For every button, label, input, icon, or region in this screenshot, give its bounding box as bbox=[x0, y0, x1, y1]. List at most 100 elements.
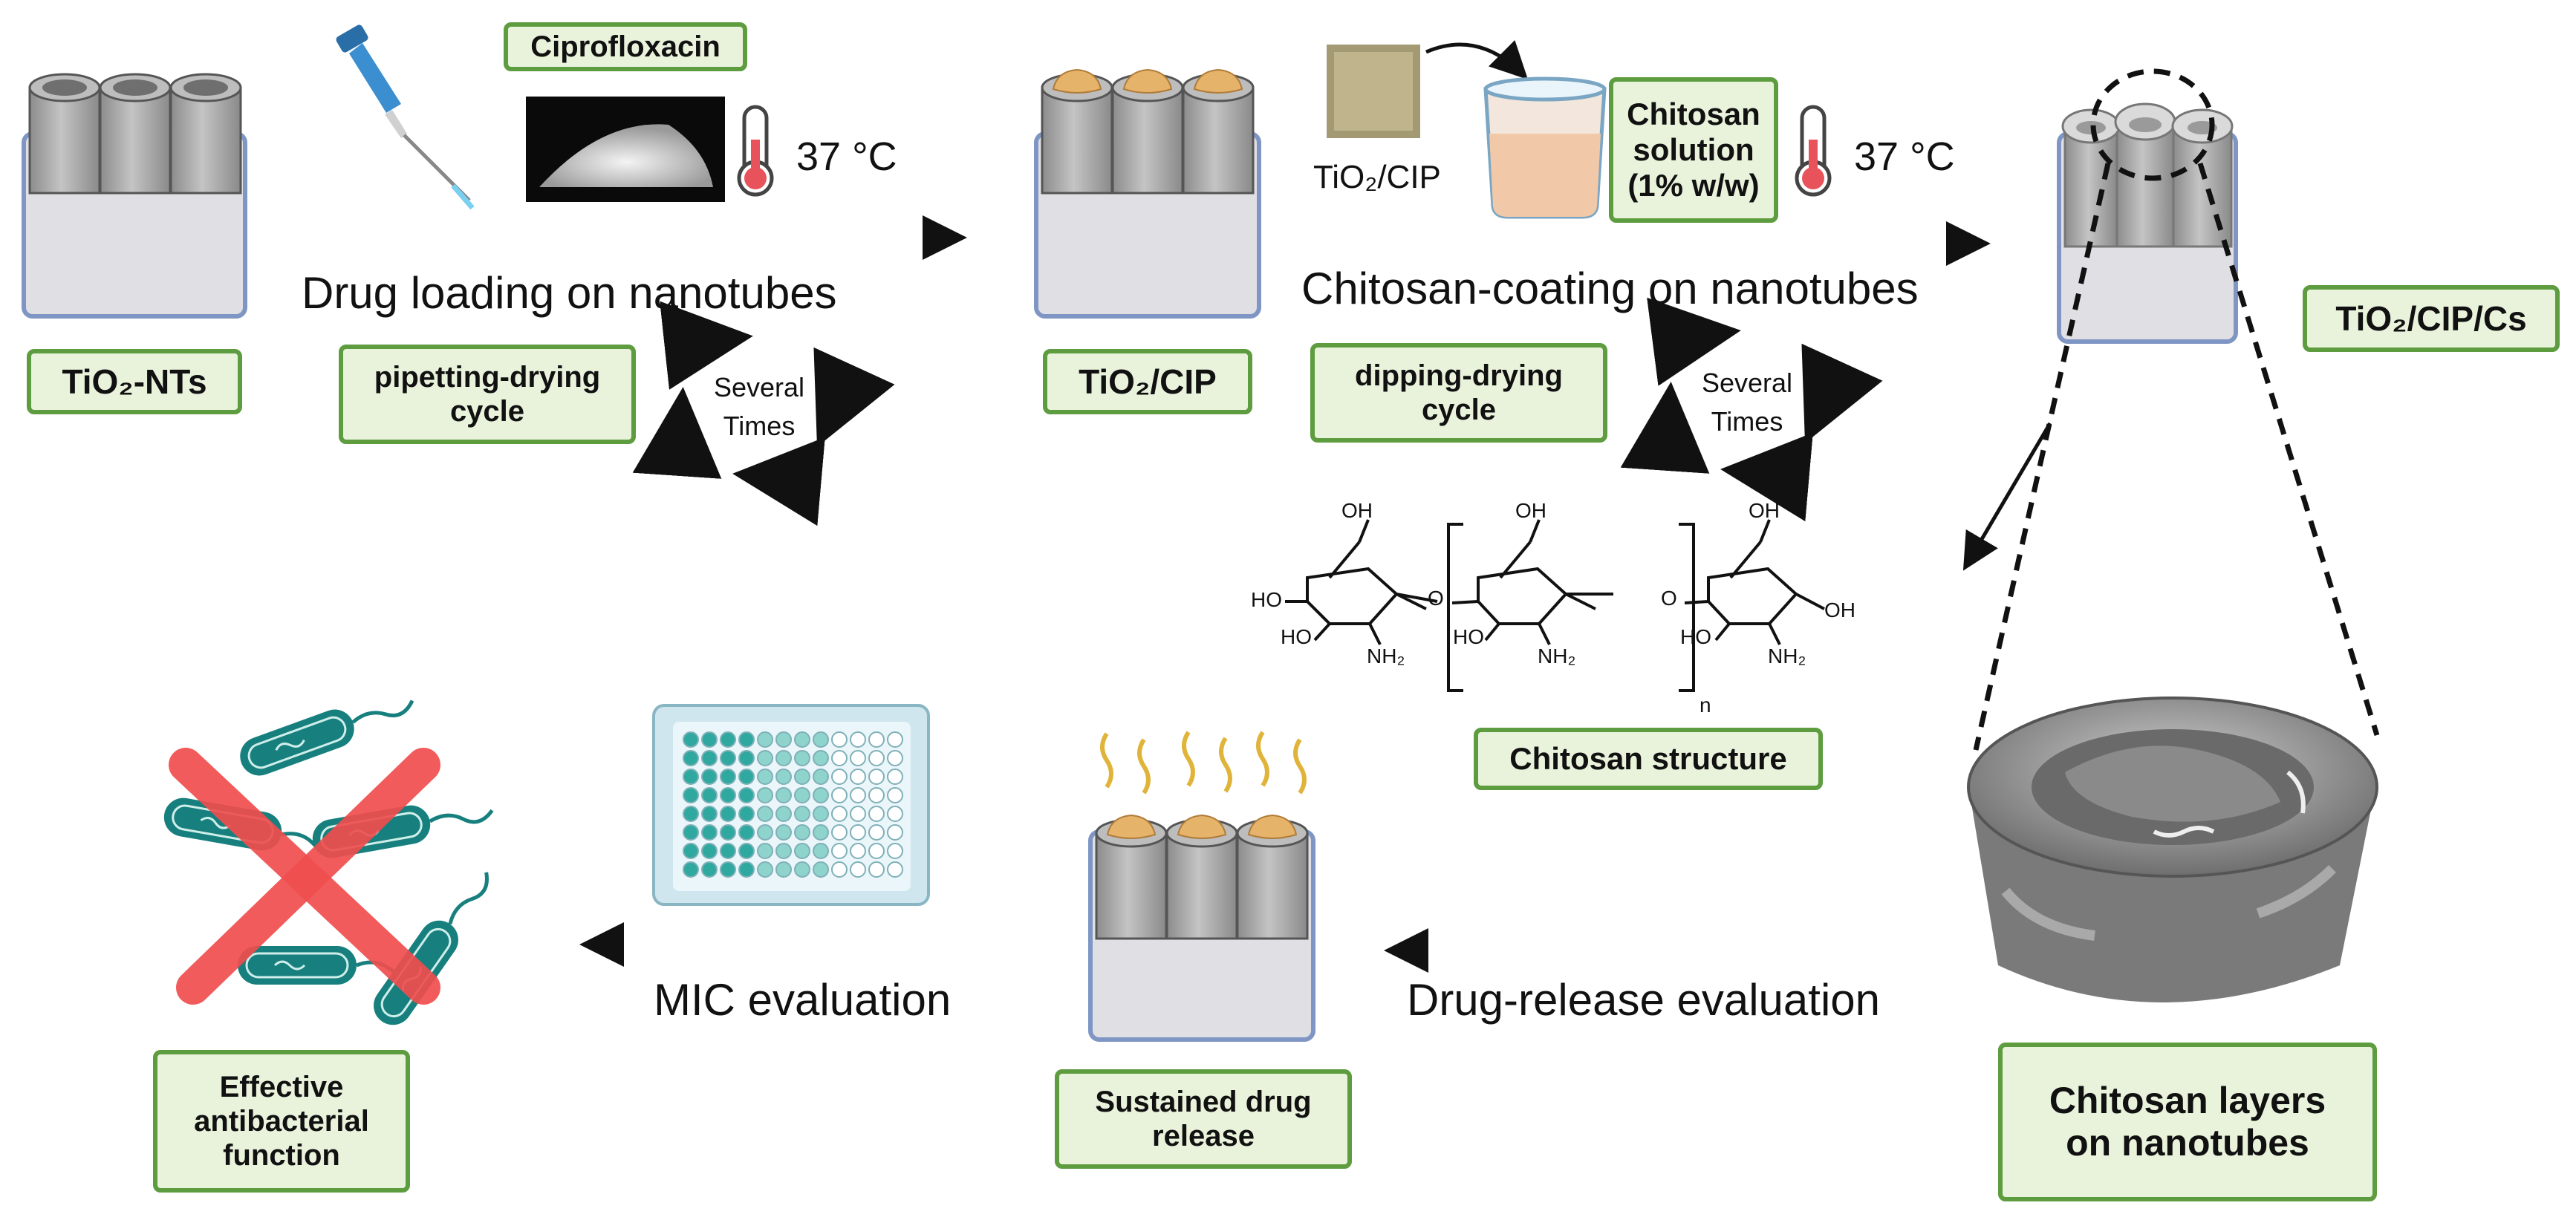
well bbox=[868, 806, 885, 822]
temperature-1: 37 °C bbox=[796, 134, 897, 179]
well bbox=[738, 806, 755, 822]
tio2-cip-illustration bbox=[1034, 68, 1261, 319]
well bbox=[683, 861, 699, 878]
label-chitosan-solution: Chitosan solution (1% w/w) bbox=[1609, 77, 1778, 223]
tio2-cip-film-label: TiO₂/CIP bbox=[1313, 159, 1441, 195]
well bbox=[720, 861, 736, 878]
well bbox=[738, 861, 755, 878]
temperature-2: 37 °C bbox=[1854, 134, 1955, 179]
chem-o-1: O bbox=[1428, 587, 1444, 610]
arrow-film-to-beaker bbox=[1425, 40, 1529, 80]
sustained-release-illustration bbox=[1088, 731, 1315, 1042]
cycle-text-2: Several Times bbox=[1673, 364, 1821, 441]
well bbox=[868, 843, 885, 859]
well bbox=[701, 750, 718, 766]
well bbox=[720, 731, 736, 748]
well bbox=[683, 806, 699, 822]
chem-ho-4: HO bbox=[1680, 625, 1711, 648]
label-dipping-cycle: dipping-drying cycle bbox=[1310, 343, 1607, 443]
well bbox=[794, 769, 810, 785]
tio2-nts-illustration bbox=[22, 73, 247, 319]
well bbox=[683, 787, 699, 803]
chem-nh2-2: NH₂ bbox=[1538, 645, 1576, 668]
well bbox=[794, 731, 810, 748]
well bbox=[738, 843, 755, 859]
well bbox=[887, 861, 903, 878]
label-sustained-release: Sustained drug release bbox=[1055, 1069, 1352, 1169]
well bbox=[775, 861, 792, 878]
well bbox=[850, 731, 866, 748]
well bbox=[831, 806, 848, 822]
well bbox=[868, 769, 885, 785]
chem-oh-4: OH bbox=[1824, 598, 1855, 622]
well bbox=[738, 787, 755, 803]
cycle-text-1-line2: Times bbox=[723, 411, 796, 441]
well bbox=[831, 769, 848, 785]
well bbox=[831, 750, 848, 766]
bacteria-icon bbox=[161, 682, 502, 1032]
thermometer-icon bbox=[737, 105, 774, 197]
well bbox=[720, 806, 736, 822]
well bbox=[775, 731, 792, 748]
label-ciprofloxacin: Ciprofloxacin bbox=[504, 22, 747, 71]
well bbox=[738, 824, 755, 841]
well bbox=[757, 806, 773, 822]
well bbox=[794, 787, 810, 803]
well bbox=[868, 824, 885, 841]
label-chitosan-solution-text: Chitosan solution (1% w/w) bbox=[1627, 96, 1760, 203]
well bbox=[683, 750, 699, 766]
chem-nh2-1: NH₂ bbox=[1367, 645, 1405, 668]
well bbox=[738, 731, 755, 748]
well bbox=[887, 843, 903, 859]
chem-ho-1: HO bbox=[1251, 588, 1282, 611]
well bbox=[813, 806, 829, 822]
well bbox=[775, 843, 792, 859]
well bbox=[757, 750, 773, 766]
well bbox=[757, 731, 773, 748]
beaker-icon bbox=[1483, 76, 1607, 219]
label-chitosan-structure-text: Chitosan structure bbox=[1509, 740, 1787, 776]
label-sustained-release-text: Sustained drug release bbox=[1095, 1086, 1312, 1152]
well bbox=[831, 824, 848, 841]
well bbox=[701, 731, 718, 748]
label-effective-antibacterial: Effective antibacterial function bbox=[153, 1050, 410, 1193]
well bbox=[813, 769, 829, 785]
well bbox=[887, 806, 903, 822]
label-tio2-cip-cs: TiO₂/CIP/Cs bbox=[2303, 285, 2560, 352]
cycle-text-1-line1: Several bbox=[713, 372, 805, 402]
well bbox=[683, 731, 699, 748]
chem-nh2-3: NH₂ bbox=[1768, 645, 1806, 668]
well bbox=[850, 806, 866, 822]
label-chitosan-layers: Chitosan layers on nanotubes bbox=[1998, 1043, 2377, 1201]
well bbox=[813, 731, 829, 748]
thermometer-icon bbox=[1795, 105, 1832, 197]
label-chitosan-structure: Chitosan structure bbox=[1474, 728, 1823, 790]
well bbox=[701, 787, 718, 803]
chem-ho-2: HO bbox=[1281, 625, 1312, 648]
well bbox=[813, 861, 829, 878]
well bbox=[831, 843, 848, 859]
chem-oh-1: OH bbox=[1341, 499, 1373, 522]
cycle-text-1: Several Times bbox=[685, 368, 833, 446]
tio2-cip-film bbox=[1327, 45, 1420, 138]
step-mic: MIC evaluation bbox=[654, 975, 952, 1025]
pipette-icon bbox=[336, 25, 475, 210]
well bbox=[757, 824, 773, 841]
well bbox=[701, 861, 718, 878]
well bbox=[757, 769, 773, 785]
well bbox=[720, 787, 736, 803]
well bbox=[738, 750, 755, 766]
tio2-cip-cs-illustration bbox=[2057, 102, 2238, 344]
chitosan-layer-zoom bbox=[1967, 697, 2378, 1002]
chem-oh-3: OH bbox=[1749, 499, 1780, 522]
well bbox=[868, 861, 885, 878]
well bbox=[850, 861, 866, 878]
label-tio2-cip-cs-text: TiO₂/CIP/Cs bbox=[2335, 299, 2527, 338]
label-tio2-cip: TiO₂/CIP bbox=[1043, 349, 1252, 414]
well bbox=[850, 750, 866, 766]
well bbox=[738, 769, 755, 785]
label-effective-antibacterial-text: Effective antibacterial function bbox=[194, 1071, 369, 1172]
well bbox=[887, 750, 903, 766]
